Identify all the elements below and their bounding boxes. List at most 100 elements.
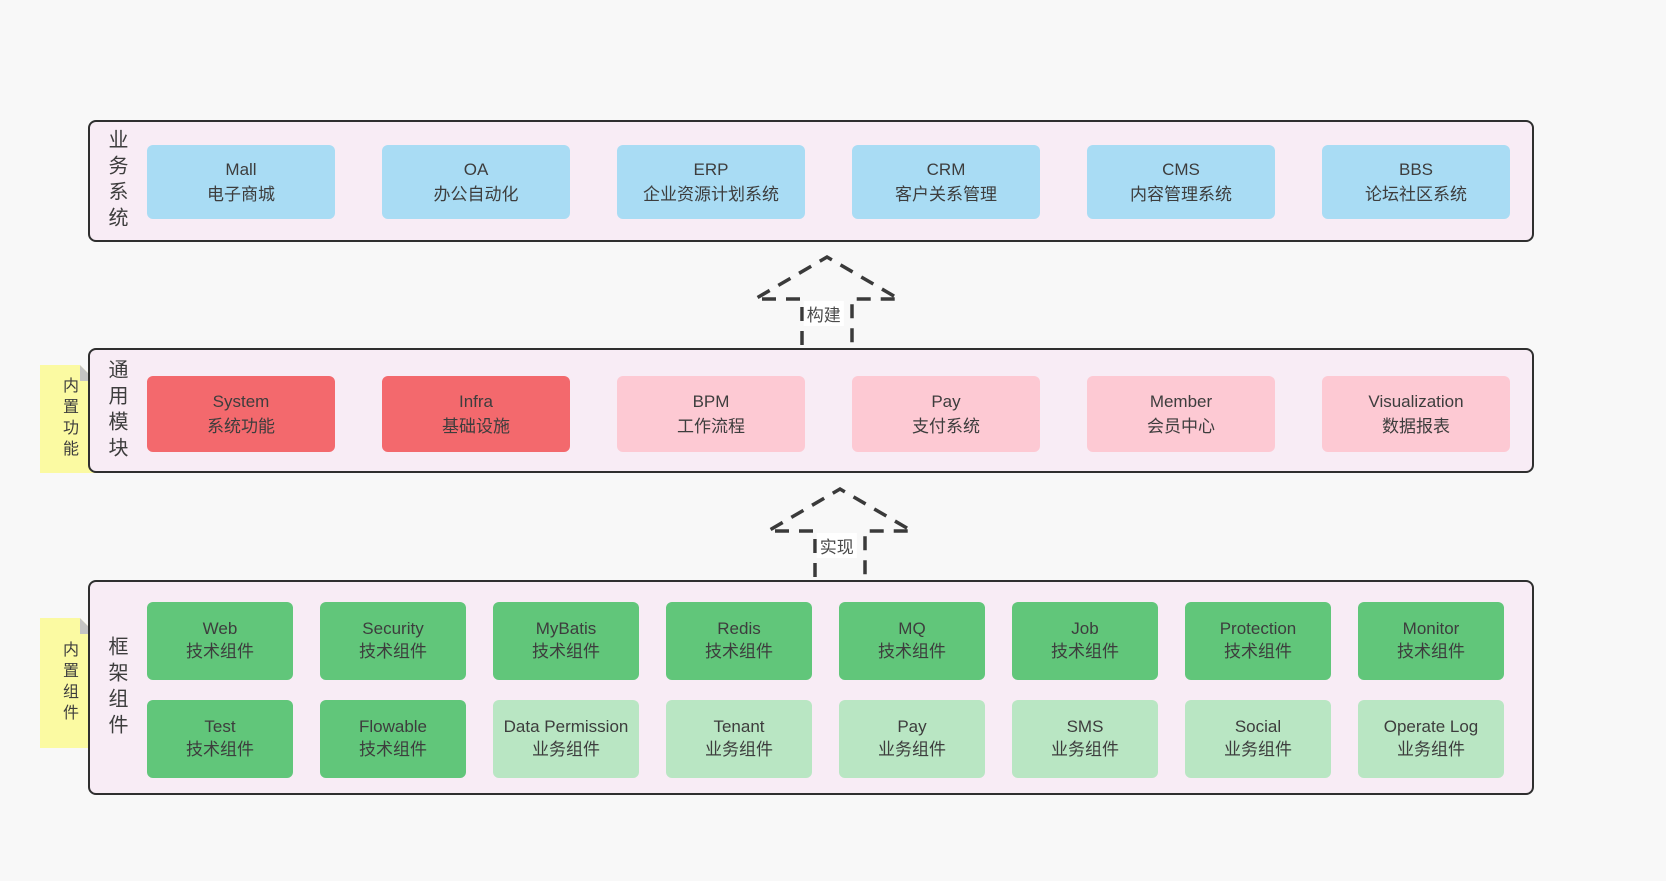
box-name: CMS (1162, 159, 1200, 179)
box-data-permission: Data Permission 业务组件 (493, 700, 639, 778)
box-name: Redis (717, 619, 761, 639)
box-desc: 内容管理系统 (1130, 185, 1232, 204)
box-name: Pay (931, 391, 961, 411)
box-desc: 技术组件 (1224, 642, 1292, 661)
box-desc: 技术组件 (186, 740, 254, 759)
box-name: OA (463, 159, 489, 179)
box-protection: Protection 技术组件 (1185, 602, 1331, 680)
box-name: Data Permission (503, 717, 629, 737)
box-desc: 会员中心 (1147, 417, 1215, 436)
band-title: 通用模块 (105, 358, 127, 463)
box-name: BBS (1398, 159, 1434, 179)
box-desc: 支付系统 (912, 417, 980, 436)
box-job: Job 技术组件 (1012, 602, 1158, 680)
box-desc: 技术组件 (1051, 642, 1119, 661)
box-operate-log: Operate Log 业务组件 (1358, 700, 1504, 778)
sticky-note-label: 内置功能 (60, 377, 77, 461)
band-title: 框架组件 (105, 635, 127, 740)
box-name: Test (204, 717, 236, 737)
box-desc: 技术组件 (359, 740, 427, 759)
box-desc: 企业资源计划系统 (643, 185, 779, 204)
box-desc: 业务组件 (705, 740, 773, 759)
box-desc: 业务组件 (532, 740, 600, 759)
box-security: Security 技术组件 (320, 602, 466, 680)
band-title: 业务系统 (105, 129, 127, 233)
up-arrow-icon (748, 254, 906, 345)
common-modules-row: System 系统功能 Infra 基础设施 BPM 工作流程 Pay 支付系统… (147, 376, 1510, 452)
box-desc: 基础设施 (442, 417, 510, 436)
box-desc: 电子商城 (207, 185, 275, 204)
box-desc: 客户关系管理 (895, 185, 997, 204)
box-desc: 论坛社区系统 (1365, 185, 1467, 204)
box-bbs: BBS 论坛社区系统 (1322, 145, 1510, 219)
box-tenant: Tenant 业务组件 (666, 700, 812, 778)
box-name: Web (202, 619, 238, 639)
box-oa: OA 办公自动化 (382, 145, 570, 219)
box-monitor: Monitor 技术组件 (1358, 602, 1504, 680)
box-desc: 技术组件 (705, 642, 773, 661)
band-business-systems: 业务系统 Mall 电子商城 OA 办公自动化 ERP 企业资源计划系统 CRM… (88, 120, 1534, 242)
box-desc: 技术组件 (186, 642, 254, 661)
up-arrow-icon (761, 486, 919, 577)
box-desc: 工作流程 (677, 417, 745, 436)
box-name: ERP (693, 159, 729, 179)
box-desc: 业务组件 (1224, 740, 1292, 759)
sticky-note-label: 内置组件 (60, 641, 77, 725)
box-erp: ERP 企业资源计划系统 (617, 145, 805, 219)
box-cms: CMS 内容管理系统 (1087, 145, 1275, 219)
box-name: Protection (1219, 619, 1297, 639)
arrow-label: 实现 (816, 533, 857, 558)
box-desc: 系统功能 (207, 417, 275, 436)
box-name: BPM (692, 391, 730, 411)
box-name: Infra (458, 391, 494, 411)
box-member: Member 会员中心 (1087, 376, 1275, 452)
box-desc: 技术组件 (878, 642, 946, 661)
business-systems-row: Mall 电子商城 OA 办公自动化 ERP 企业资源计划系统 CRM 客户关系… (147, 145, 1510, 219)
box-desc: 技术组件 (359, 642, 427, 661)
box-name: Mall (225, 159, 257, 179)
box-test: Test 技术组件 (147, 700, 293, 778)
box-infra: Infra 基础设施 (382, 376, 570, 452)
box-bpm: BPM 工作流程 (617, 376, 805, 452)
box-name: Tenant (713, 717, 765, 737)
box-mq: MQ 技术组件 (839, 602, 985, 680)
box-crm: CRM 客户关系管理 (852, 145, 1040, 219)
box-web: Web 技术组件 (147, 602, 293, 680)
box-desc: 数据报表 (1382, 417, 1450, 436)
box-pay-module: Pay 支付系统 (852, 376, 1040, 452)
box-name: Social (1234, 717, 1282, 737)
box-name: Operate Log (1383, 717, 1479, 737)
box-name: Flowable (358, 717, 428, 737)
box-desc: 技术组件 (532, 642, 600, 661)
sticky-note-built-in-features: 内置功能 (40, 365, 96, 473)
box-name: System (212, 391, 270, 411)
box-desc: 办公自动化 (433, 185, 519, 204)
box-name: Security (362, 619, 424, 639)
box-name: SMS (1066, 717, 1104, 737)
box-mall: Mall 电子商城 (147, 145, 335, 219)
dashed-up-arrow-implement: 实现 (760, 485, 920, 579)
framework-components-row-2: Test 技术组件 Flowable 技术组件 Data Permission … (147, 700, 1504, 778)
box-name: MyBatis (535, 619, 597, 639)
box-system: System 系统功能 (147, 376, 335, 452)
box-sms: SMS 业务组件 (1012, 700, 1158, 778)
framework-components-row-1: Web 技术组件 Security 技术组件 MyBatis 技术组件 Redi… (147, 602, 1504, 680)
box-desc: 业务组件 (1397, 740, 1465, 759)
box-social: Social 业务组件 (1185, 700, 1331, 778)
box-name: Visualization (1368, 391, 1464, 411)
box-desc: 业务组件 (878, 740, 946, 759)
box-name: Job (1071, 619, 1099, 639)
box-desc: 业务组件 (1051, 740, 1119, 759)
box-mybatis: MyBatis 技术组件 (493, 602, 639, 680)
box-pay-component: Pay 业务组件 (839, 700, 985, 778)
box-name: Pay (897, 717, 927, 737)
box-flowable: Flowable 技术组件 (320, 700, 466, 778)
dashed-up-arrow-build: 构建 (747, 253, 907, 347)
band-common-modules: 通用模块 System 系统功能 Infra 基础设施 BPM 工作流程 Pay… (88, 348, 1534, 473)
box-redis: Redis 技术组件 (666, 602, 812, 680)
box-name: Monitor (1402, 619, 1460, 639)
band-framework-components: 框架组件 Web 技术组件 Security 技术组件 MyBatis 技术组件… (88, 580, 1534, 795)
arrow-label: 构建 (803, 301, 844, 326)
box-desc: 技术组件 (1397, 642, 1465, 661)
